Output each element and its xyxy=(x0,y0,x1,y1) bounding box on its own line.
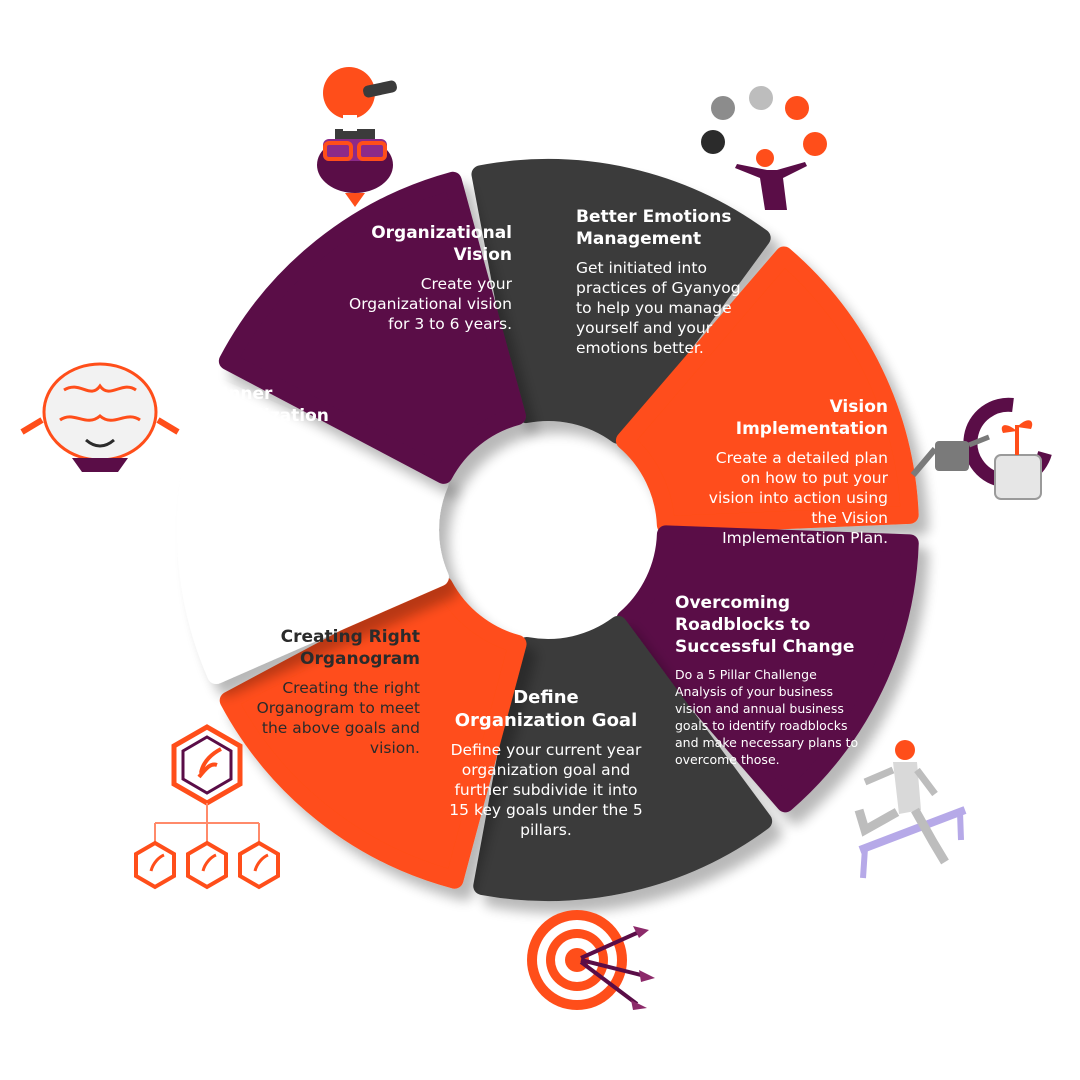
segment-define-organization-goal: Define Organization Goal Define your cur… xyxy=(448,686,644,840)
segment-body: Do a 5 Pillar Challenge Analysis of your… xyxy=(675,667,859,767)
segment-shape-define-organization-goal xyxy=(219,576,527,889)
meditating-brain-icon xyxy=(20,362,180,472)
segment-overcoming-roadblocks: Overcoming Roadblocks to Successful Chan… xyxy=(675,592,861,768)
segment-shape-organizational-vision xyxy=(471,159,771,444)
segment-title: Vision Implementation xyxy=(735,397,888,439)
organogram-icon xyxy=(134,724,280,890)
segment-better-emotions-management: Better Emotions Management Get initiated… xyxy=(576,206,746,358)
segment-body: Creating the right Organogram to meet th… xyxy=(256,679,420,757)
target-arrows-icon xyxy=(527,910,655,1010)
segment-shape-better-emotions-management xyxy=(615,246,919,535)
emotion-juggler-icon xyxy=(701,86,827,210)
segment-inner-realization: Inner Realization Create your personal l… xyxy=(222,383,372,535)
segment-shape-inner-realization xyxy=(218,171,526,484)
segment-body: Create a detailed plan on how to put you… xyxy=(708,449,888,547)
segment-vision-implementation: Vision Implementation Create a detailed … xyxy=(700,396,888,548)
segment-creating-right-organogram: Creating Right Organogram Creating the r… xyxy=(254,626,420,758)
segment-body: Create your Organizational vision for 3 … xyxy=(349,275,512,333)
idea-telescope-icon xyxy=(317,67,397,207)
segment-title: Overcoming Roadblocks to Successful Chan… xyxy=(675,593,855,657)
segment-title: Define Organization Goal xyxy=(454,687,638,731)
segment-title: Inner Realization xyxy=(222,384,329,426)
segment-body: Define your current year organization go… xyxy=(449,741,643,839)
watering-plant-icon xyxy=(910,397,1052,500)
segment-title: Organizational Vision xyxy=(371,223,512,265)
segment-title: Creating Right Organogram xyxy=(280,627,420,669)
segment-shape-vision-implementation xyxy=(616,525,919,813)
segment-shape-overcoming-roadblocks xyxy=(473,615,773,901)
segment-title: Better Emotions Management xyxy=(576,207,732,249)
hurdle-jumper-icon xyxy=(854,740,967,879)
segment-body: Create your personal life vision through… xyxy=(222,436,368,534)
segment-shape-creating-right-organogram xyxy=(177,377,449,684)
segment-body: Get initiated into practices of Gyanyog … xyxy=(576,259,741,357)
segment-organizational-vision: Organizational Vision Create your Organi… xyxy=(340,222,512,334)
